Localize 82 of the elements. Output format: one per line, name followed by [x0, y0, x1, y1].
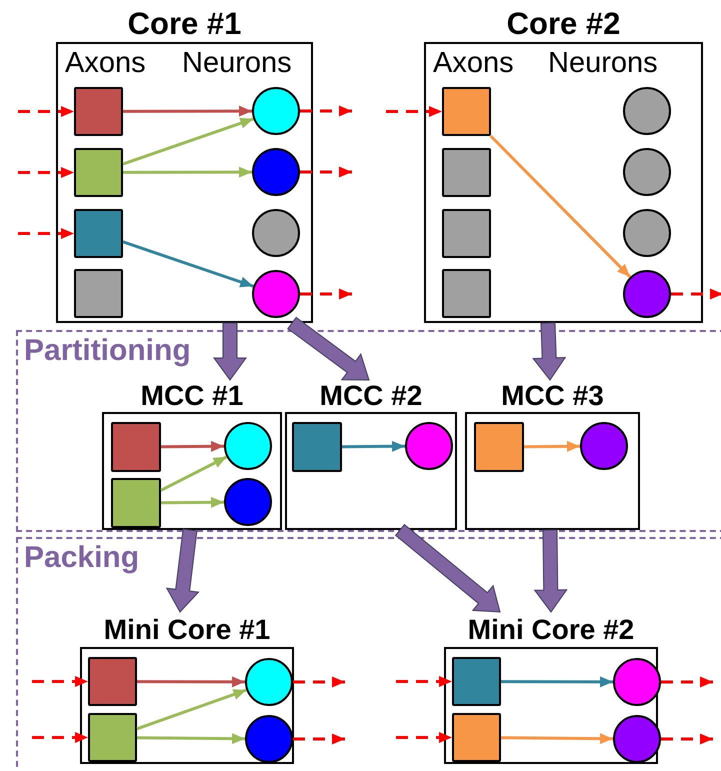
neuron-circle: [245, 715, 293, 763]
arrow: [123, 166, 252, 178]
dashed-arrow: [396, 676, 452, 687]
column-heading: Axons: [65, 46, 146, 80]
axon-square: [111, 422, 161, 472]
axon-square: [292, 422, 342, 472]
neuron-circle: [623, 209, 671, 257]
arrow: [500, 733, 614, 744]
arrow: [160, 440, 224, 452]
dashed-arrow: [293, 734, 345, 744]
axon-square: [452, 713, 501, 762]
block-arrow: [166, 528, 200, 613]
neuron-circle: [224, 422, 272, 470]
core-title: Mini Core #2: [466, 613, 636, 647]
neuron-circle: [252, 270, 300, 318]
core-title: MCC #2: [318, 380, 424, 412]
axon-square: [474, 422, 524, 472]
block-arrow: [287, 316, 370, 380]
axon-square: [74, 148, 123, 197]
axon-square: [442, 148, 491, 197]
block-arrow: [213, 322, 247, 381]
neuron-circle: [613, 658, 661, 706]
arrow: [123, 106, 252, 117]
arrow: [490, 134, 632, 278]
column-heading: Neurons: [182, 46, 292, 80]
arrow: [524, 440, 580, 452]
arrow: [137, 676, 245, 688]
dashed-arrow: [396, 732, 452, 743]
axon-square: [452, 657, 501, 706]
core-title: MCC #3: [500, 380, 605, 412]
dashed-arrow: [32, 732, 88, 743]
arrow: [501, 676, 613, 688]
dashed-arrow: [18, 228, 74, 239]
column-heading: Neurons: [548, 46, 658, 80]
neuron-circle: [252, 87, 300, 135]
neuron-circle: [252, 148, 300, 196]
dashed-arrow: [18, 167, 74, 178]
dashed-arrow: [32, 676, 88, 687]
core-title: Core #1: [126, 5, 242, 42]
stage-label: Packing: [24, 540, 140, 576]
dashed-arrow: [661, 676, 713, 688]
column-heading: Axons: [433, 46, 514, 80]
arrow: [136, 688, 247, 730]
axon-square: [74, 87, 123, 136]
dashed-arrow: [300, 166, 352, 178]
arrow: [160, 496, 224, 508]
arrow: [122, 240, 254, 288]
dashed-arrow: [293, 676, 345, 688]
block-arrow: [534, 529, 568, 613]
neuron-circle: [245, 658, 293, 706]
stage-label: Partitioning: [24, 333, 191, 369]
dashed-arrow: [386, 106, 442, 117]
axon-square: [74, 209, 123, 258]
dashed-arrow: [300, 288, 352, 300]
axon-square: [88, 713, 137, 762]
block-arrow: [394, 524, 501, 613]
neuron-circle: [252, 209, 300, 257]
axon-square: [74, 269, 123, 318]
block-arrow: [532, 322, 566, 381]
arrow: [122, 117, 254, 166]
neuron-circle: [623, 270, 671, 318]
arrow: [136, 733, 246, 744]
axon-square: [442, 269, 491, 318]
axon-square: [88, 657, 137, 706]
core-title: MCC #1: [140, 380, 244, 412]
core-title: Core #2: [506, 5, 622, 42]
arrow: [342, 440, 406, 452]
axon-square: [111, 478, 161, 528]
neuron-circle: [580, 422, 628, 470]
core-title: Mini Core #1: [102, 613, 272, 647]
neuron-circle: [623, 87, 671, 135]
neuron-circle: [405, 422, 453, 470]
dashed-arrow: [671, 288, 721, 300]
arrow: [160, 456, 228, 492]
dashed-arrow: [661, 734, 713, 744]
neuron-circle: [613, 715, 661, 763]
dashed-arrow: [300, 106, 352, 116]
neuron-circle: [224, 478, 272, 526]
neuron-circle: [623, 148, 671, 196]
axon-square: [442, 209, 491, 258]
axon-square: [442, 87, 491, 136]
dashed-arrow: [18, 106, 74, 117]
